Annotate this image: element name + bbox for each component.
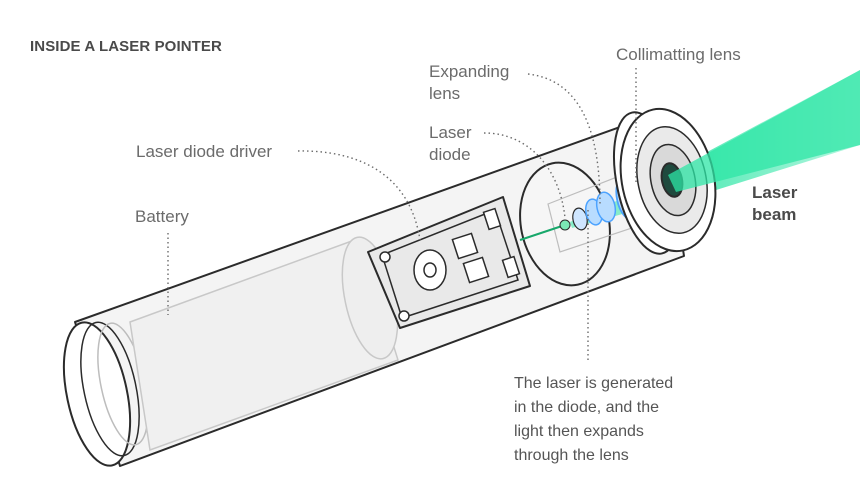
- explanation-caption: The laser is generated in the diode, and…: [514, 372, 673, 468]
- laser-beam-label-line1: Laser: [752, 183, 798, 202]
- laser-beam-glow: [668, 70, 860, 192]
- battery-label: Battery: [135, 207, 189, 226]
- driver-board: [367, 196, 531, 329]
- laser-diode-driver-label: Laser diode driver: [136, 142, 273, 161]
- leader-driver: [297, 150, 421, 241]
- battery-body: [129, 237, 399, 452]
- diode-wire: [519, 225, 563, 241]
- expanding-lens-stack: [572, 191, 617, 231]
- caption-line-1: The laser is generated: [514, 375, 674, 392]
- laser-diode-label-line2: diode: [429, 145, 471, 164]
- laser-diode-label-line1: Laser: [429, 123, 472, 142]
- laser-diode-label: Laser diode: [429, 122, 472, 166]
- leader-lines: [167, 68, 637, 360]
- caption-line-3: light then expands: [514, 423, 644, 440]
- caption-line-4: through the lens: [514, 447, 629, 464]
- tube-back-cap-ring: [80, 321, 140, 457]
- expanding-lens-label-line2: lens: [429, 84, 461, 103]
- collimating-lens-label: Collimatting lens: [616, 45, 741, 64]
- diagram-title: INSIDE A LASER POINTER: [30, 38, 222, 55]
- laser-diode-shape: [559, 219, 571, 231]
- expanding-lens-label: Expanding lens: [429, 61, 509, 105]
- laser-beam-label: Laser beam: [752, 182, 797, 226]
- laser-beam-label-line2: beam: [752, 205, 797, 224]
- expanding-lens-label-line1: Expanding: [429, 62, 510, 81]
- leader-diode: [483, 132, 566, 219]
- caption-line-2: in the diode, and the: [514, 399, 660, 416]
